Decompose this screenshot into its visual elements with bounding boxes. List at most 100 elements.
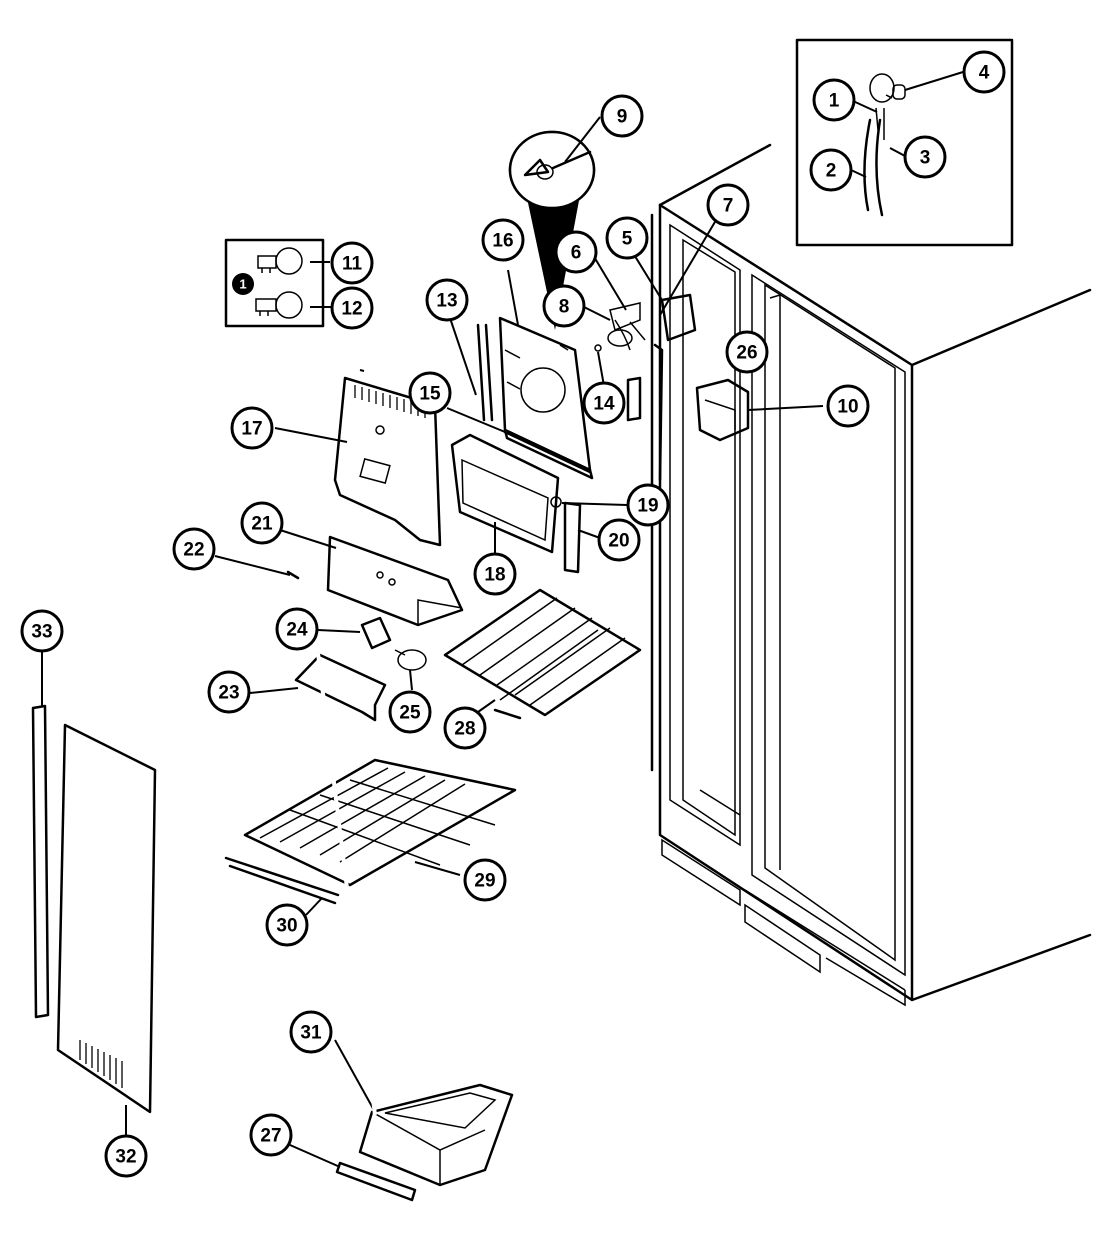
housing-box (450, 433, 560, 554)
callout-circle (330, 286, 374, 330)
callout-label: 10 (837, 397, 858, 418)
leader-mask (316, 652, 377, 1116)
callout-circle (725, 330, 769, 374)
callout-23: 23 (207, 670, 251, 714)
callout-5: 5 (605, 216, 649, 260)
callout-label: 21 (251, 514, 273, 535)
callout-1: 1 (812, 78, 856, 122)
callout-15: 15 (408, 371, 452, 415)
strip (503, 430, 592, 474)
callout-circle (473, 552, 517, 596)
callout-13: 13 (425, 278, 469, 322)
callout-label: 27 (260, 1126, 281, 1147)
callout-label: 31 (300, 1023, 322, 1044)
ice-valve-inset: 1 (224, 238, 325, 328)
shelf-rail (224, 856, 340, 905)
callout-32: 32 (104, 1134, 148, 1178)
callout-circle (600, 94, 644, 138)
callout-circle (240, 501, 284, 545)
callout-label: 6 (571, 243, 582, 264)
callout-26: 26 (725, 330, 769, 374)
wire-shelf-upper (443, 588, 642, 720)
callout-circle (554, 230, 598, 274)
callout-label: 1 (829, 91, 840, 112)
wire-shelf-lower (243, 758, 517, 887)
callout-circle (962, 50, 1006, 94)
valve-parts (360, 616, 427, 671)
callout-16: 16 (481, 218, 525, 262)
callout-circle (597, 518, 641, 562)
callout-circle (443, 706, 487, 750)
callout-31: 31 (289, 1010, 333, 1054)
callout-22: 22 (172, 527, 216, 571)
callout-circle (330, 241, 374, 285)
callout-circle (207, 670, 251, 714)
callout-17: 17 (230, 406, 274, 450)
callout-label: 23 (218, 683, 239, 704)
callout-8: 8 (542, 284, 586, 328)
vertical-trim (31, 704, 50, 1019)
callout-14: 14 (582, 381, 626, 425)
callout-label: 22 (183, 540, 204, 561)
refrigerator-cabinet (650, 143, 1092, 1007)
callout-29: 29 (463, 858, 507, 902)
bracket (563, 501, 582, 574)
callout-28: 28 (443, 706, 487, 750)
water-line-inset (795, 38, 1014, 247)
callout-18: 18 (473, 552, 517, 596)
callout-label: 13 (436, 291, 457, 312)
rear-panel (333, 376, 442, 547)
callout-2: 2 (809, 148, 853, 192)
callout-label: 19 (637, 496, 658, 517)
callout-label: 33 (31, 622, 52, 643)
callout-circle (903, 135, 947, 179)
callout-circle (172, 527, 216, 571)
callout-4: 4 (962, 50, 1006, 94)
callout-label: 14 (593, 394, 615, 415)
callout-label: 20 (608, 531, 629, 552)
callout-circle (289, 1010, 333, 1054)
callout-27: 27 (249, 1113, 293, 1157)
callout-label: 16 (492, 231, 513, 252)
callout-11: 11 (330, 241, 374, 285)
callout-33: 33 (20, 609, 64, 653)
callout-circle (605, 216, 649, 260)
callout-circle (706, 183, 750, 227)
bin-strip (335, 1161, 417, 1202)
ice-bin (358, 1083, 514, 1187)
callout-label: 32 (115, 1147, 136, 1168)
callout-30: 30 (265, 903, 309, 947)
inset-marker: 1 (239, 277, 246, 292)
callout-circle (104, 1134, 148, 1178)
callout-label: 7 (723, 196, 734, 217)
tray-bracket (326, 535, 464, 627)
callout-7: 7 (706, 183, 750, 227)
callout-circle (425, 278, 469, 322)
callout-label: 17 (241, 419, 262, 440)
callout-circle (542, 284, 586, 328)
callout-circle (408, 371, 452, 415)
callout-label: 2 (826, 161, 837, 182)
callout-label: 18 (484, 565, 505, 586)
callout-6: 6 (554, 230, 598, 274)
leader-31 (334, 1039, 376, 1113)
callout-circle (626, 483, 670, 527)
callout-21: 21 (240, 501, 284, 545)
callout-label: 9 (617, 107, 628, 128)
callout-circle (826, 384, 870, 428)
callout-circle (265, 903, 309, 947)
callout-12: 12 (330, 286, 374, 330)
motor-assembly (594, 293, 697, 482)
callout-label: 25 (399, 703, 421, 724)
callout-19: 19 (626, 483, 670, 527)
callout-label: 4 (979, 63, 990, 84)
callout-circle (388, 690, 432, 734)
callout-label: 11 (342, 254, 363, 275)
callout-circle (20, 609, 64, 653)
callout-circle (582, 381, 626, 425)
callout-circle (275, 607, 319, 651)
dispenser (695, 378, 750, 442)
callout-label: 12 (341, 299, 362, 320)
callout-25: 25 (388, 690, 432, 734)
